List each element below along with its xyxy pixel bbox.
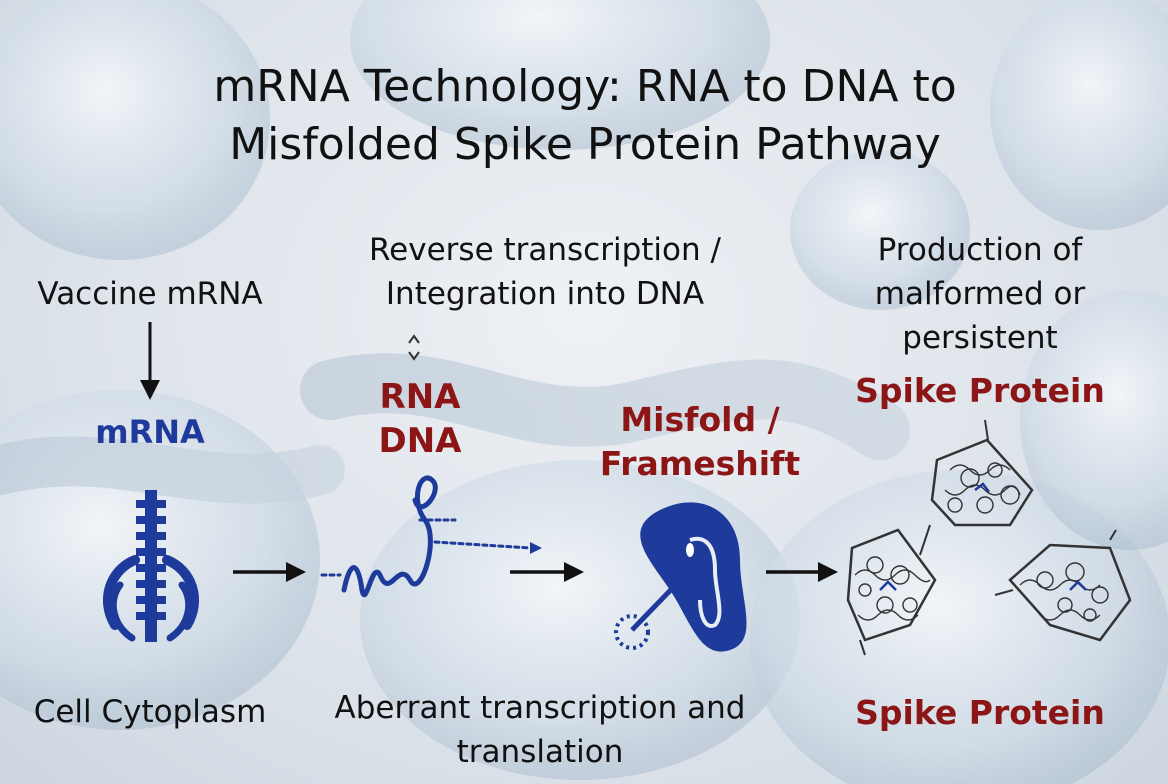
strand [300, 353, 910, 460]
spike-protein-structure [846, 528, 937, 656]
aberrant-label: Aberrant transcription and translation [334, 690, 746, 770]
spike-protein-structure [994, 529, 1132, 642]
down-arrow-icon [140, 322, 160, 400]
spike-protein-label-top: Spike Protein [855, 371, 1105, 410]
reverse-transcription-label: Reverse transcription / Integration into… [369, 232, 721, 312]
strand [0, 436, 345, 504]
cell-blob [1020, 290, 1168, 550]
cell-cytoplasm-label: Cell Cytoplasm [33, 694, 267, 730]
rna-dna-strand-icon [320, 475, 542, 598]
right-arrow-icon [233, 562, 306, 582]
spike-protein-structure [919, 419, 1034, 556]
right-arrow-icon [766, 562, 838, 582]
dna-label: DNA [378, 421, 462, 461]
mrna-ladder-icon [102, 490, 200, 642]
misfold-protein-icon [614, 502, 747, 652]
cell-blob [350, 0, 770, 150]
rna-label: RNA [379, 377, 461, 417]
mrna-label: mRNA [95, 413, 205, 451]
cell-blob [0, 0, 270, 260]
up-down-chevron-icon [408, 334, 420, 361]
spike-protein-label-bottom: Spike Protein [855, 693, 1105, 732]
right-arrow-icon [510, 562, 584, 582]
misfold-label: Misfold / Frameshift [599, 400, 801, 483]
vaccine-mrna-label: Vaccine mRNA [37, 276, 263, 312]
production-label: Production of malformed or persistent [874, 232, 1086, 356]
cell-blob [750, 470, 1168, 784]
page-title: mRNA Technology: RNA to DNA to Misfolded… [213, 61, 957, 170]
cell-blob [990, 0, 1168, 230]
cell-blob [790, 150, 970, 310]
